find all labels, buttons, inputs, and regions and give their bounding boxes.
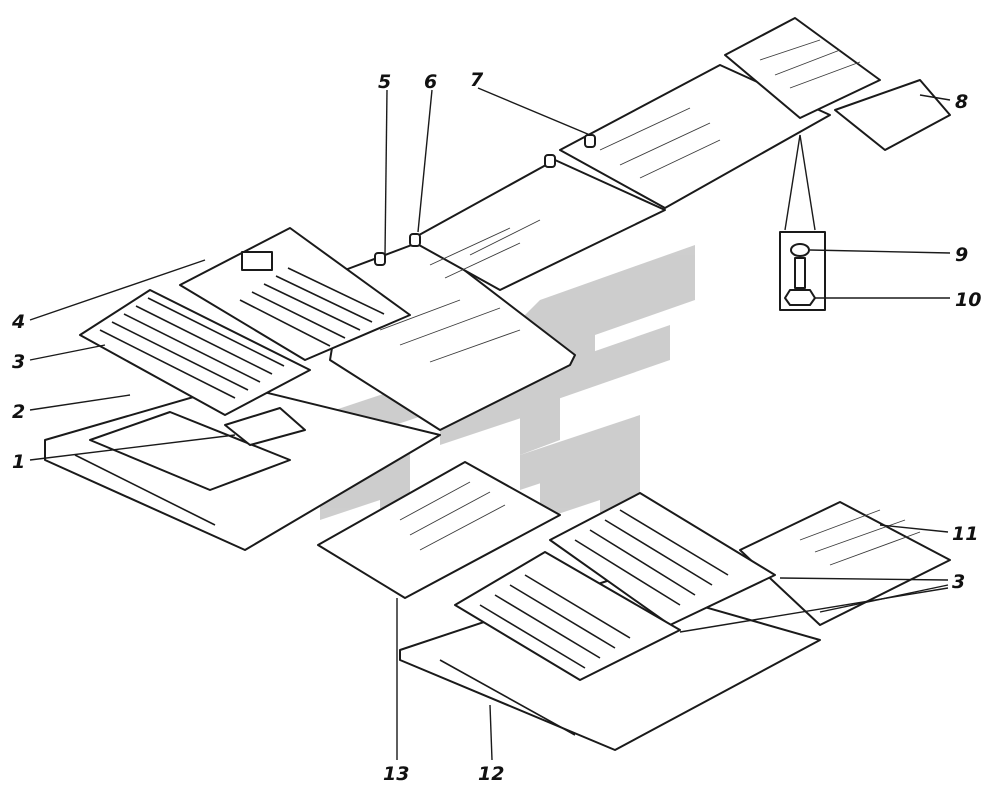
- callout-11: 11: [952, 523, 978, 545]
- panel-8-upper: [724, 17, 881, 119]
- grille-right-lower: [454, 551, 681, 681]
- upper-floor-strip: [329, 64, 831, 431]
- lower-center-panel-group: [317, 461, 561, 599]
- lower-right-assembly: [399, 492, 951, 751]
- base-plate-opening: [89, 411, 291, 491]
- bolt-shank: [794, 257, 806, 289]
- panel-8: [834, 79, 951, 151]
- callouts: 1 2 3 3 4 5 6 7 8 9 10 11 12 13: [11, 69, 981, 785]
- grille-right-upper-slats: [574, 509, 729, 606]
- left-rail: [74, 454, 216, 526]
- clip-5: [374, 252, 386, 266]
- callout-2: 2: [12, 401, 25, 423]
- hatch-cover: [224, 407, 306, 446]
- callout-1: 1: [12, 451, 25, 473]
- callout-5: 5: [378, 71, 391, 93]
- panel-6: [409, 159, 666, 291]
- fastener-detail: [779, 134, 826, 311]
- clip-7: [584, 134, 596, 148]
- left-assembly: [44, 227, 441, 551]
- callout-9: 9: [955, 244, 968, 266]
- grille-right-upper: [549, 492, 776, 626]
- clip-7b: [544, 154, 556, 168]
- grille-right-lower-slats: [479, 574, 631, 669]
- callout-6: 6: [424, 71, 437, 93]
- bolt-nut: [784, 289, 816, 306]
- grille-left-slats: [99, 297, 285, 399]
- panel-4-slats: [239, 267, 385, 347]
- callout-4: 4: [11, 311, 25, 333]
- leader-lines: [29, 87, 951, 761]
- callout-8: 8: [955, 91, 968, 113]
- callout-13: 13: [383, 763, 409, 785]
- panel-hatching: [379, 107, 721, 363]
- callout-7: 7: [470, 69, 484, 91]
- end-panel-group: [724, 17, 951, 151]
- callout-10: 10: [955, 289, 981, 311]
- panel-11: [739, 501, 951, 626]
- callout-3: 3: [12, 351, 25, 373]
- panel-7: [559, 64, 831, 209]
- callout-3b: 3: [952, 571, 965, 593]
- clip-6: [409, 233, 421, 247]
- panel-4-window: [241, 251, 273, 271]
- right-rail: [439, 659, 576, 736]
- washer: [790, 243, 810, 257]
- callout-12: 12: [478, 763, 504, 785]
- panel-13: [317, 461, 561, 599]
